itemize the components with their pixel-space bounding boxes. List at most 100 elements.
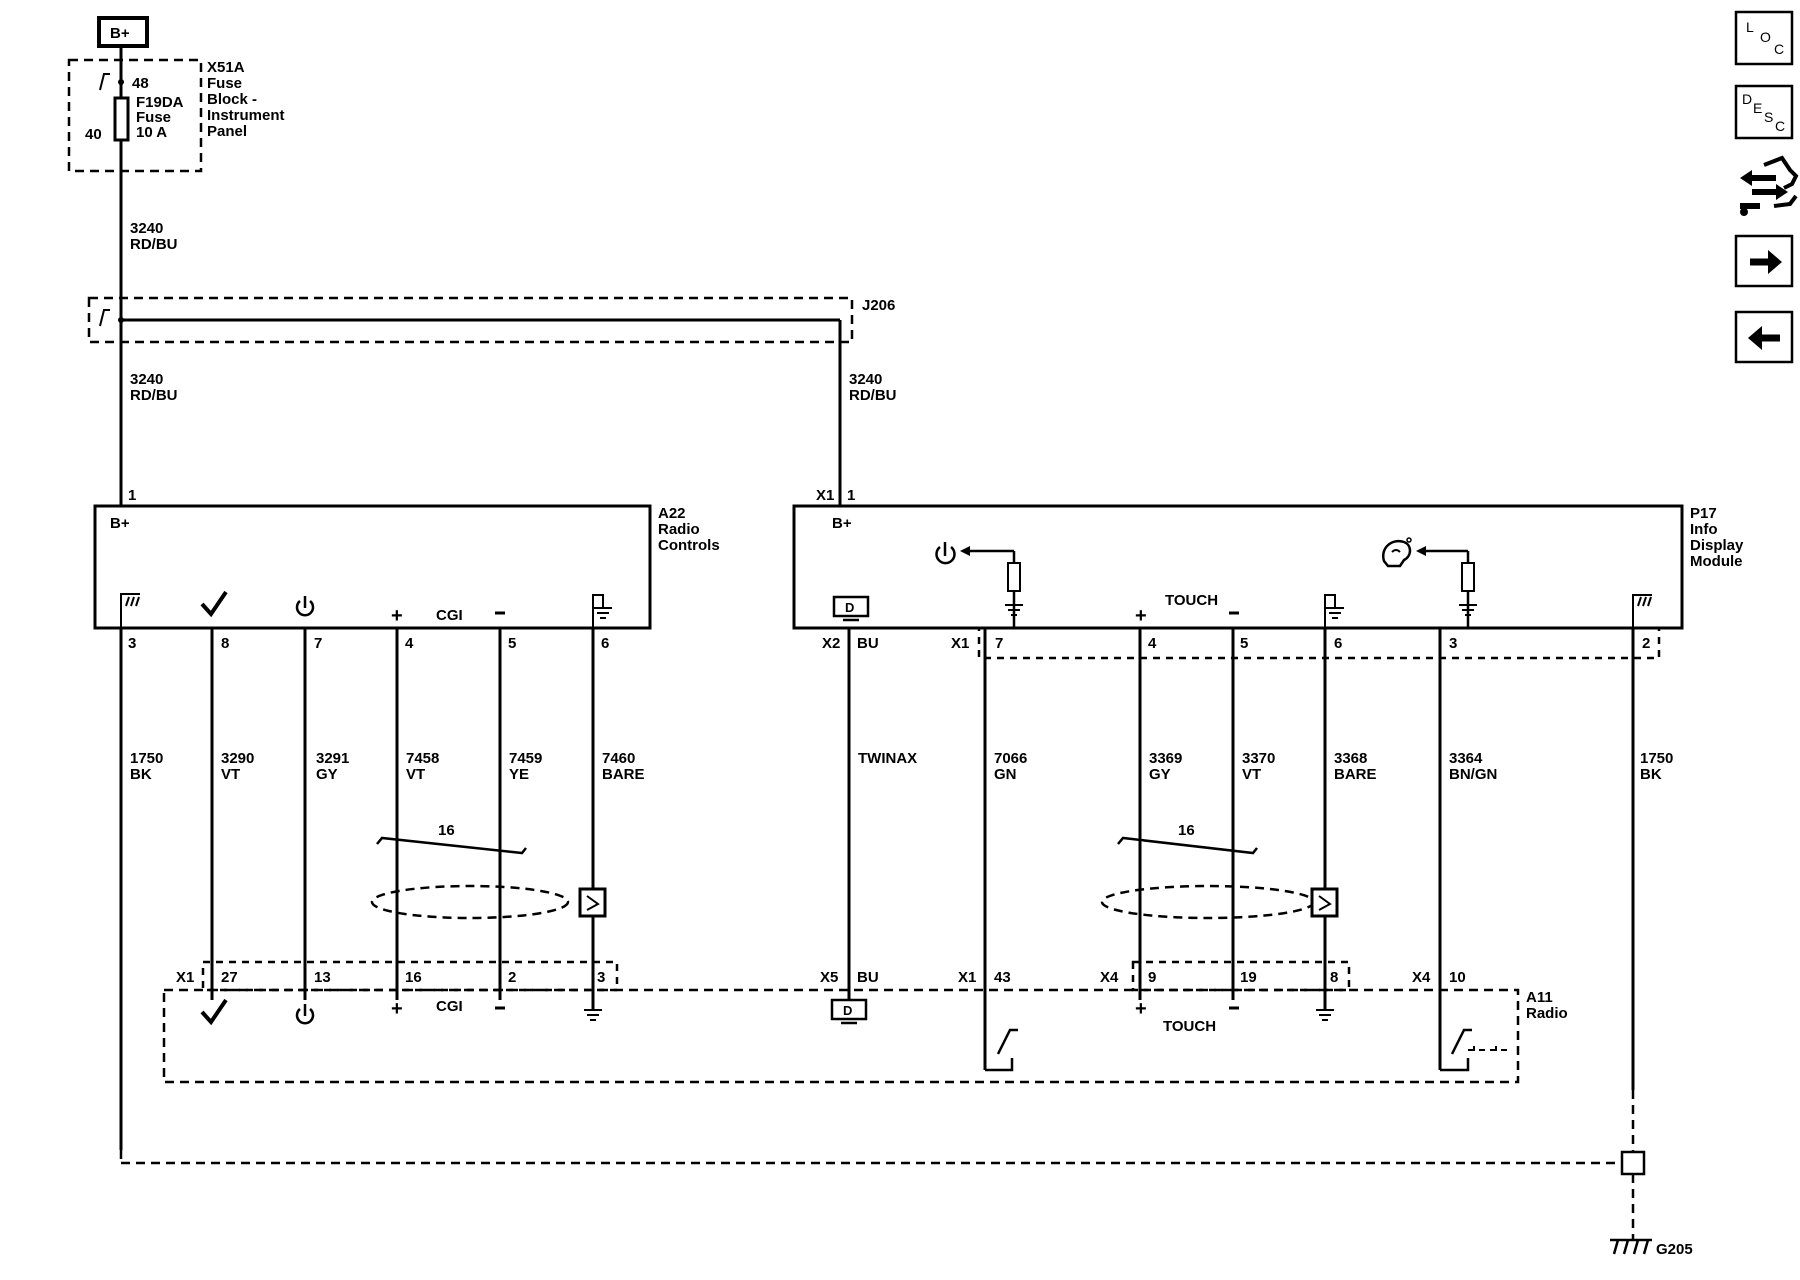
fuse-block-name-4: Panel bbox=[207, 123, 247, 140]
loc-letter: C bbox=[1774, 41, 1784, 57]
diagnostic-connector-button[interactable] bbox=[1740, 155, 1799, 216]
a22-name-2: Controls bbox=[658, 537, 720, 554]
checkmark-icon bbox=[200, 590, 228, 618]
p17-wire-labels: TWINAX 7066 GN 3369 GY 3370 VT 3368 BARE… bbox=[858, 750, 1673, 783]
video-display-icon: D bbox=[830, 998, 868, 1025]
a22-wire-labels: 1750 BK 3290 VT 3291 GY 7458 VT 7459 YE … bbox=[130, 750, 645, 783]
wire-circuit: 7066 bbox=[994, 750, 1027, 767]
fuse-word: Fuse bbox=[136, 109, 171, 126]
a22-pin: 5 bbox=[508, 635, 516, 652]
wire-color: BK bbox=[130, 766, 152, 783]
a11-touch: TOUCH bbox=[1163, 1018, 1216, 1035]
wire-color: BARE bbox=[602, 766, 645, 783]
fuse-block-name: Fuse bbox=[207, 75, 242, 92]
a22-pin-power: 1 bbox=[128, 487, 136, 504]
svg-text:D: D bbox=[845, 600, 854, 615]
a11-cgi: CGI bbox=[436, 998, 463, 1015]
ground-icon bbox=[120, 593, 140, 628]
a22-pin: 8 bbox=[221, 635, 229, 652]
a11-pin: 16 bbox=[405, 969, 422, 986]
ground-icon bbox=[592, 594, 612, 628]
desc-letter: S bbox=[1764, 109, 1773, 125]
a11-pin: 13 bbox=[314, 969, 331, 986]
p17-plus-sign: + bbox=[1135, 605, 1147, 627]
wire-circuit: 3291 bbox=[316, 750, 349, 767]
a22-pin: 7 bbox=[314, 635, 322, 652]
a11-conn-x1: X1 bbox=[176, 969, 194, 986]
wire-circuit: 3369 bbox=[1149, 750, 1182, 767]
p17-bu: BU bbox=[857, 635, 879, 652]
a11-pin: 19 bbox=[1240, 969, 1257, 986]
next-button[interactable] bbox=[1734, 234, 1794, 288]
fuse-rating: 10 A bbox=[136, 124, 167, 141]
a22-cgi: CGI bbox=[436, 607, 463, 624]
a11-pin: 3 bbox=[597, 969, 605, 986]
switch-icon bbox=[1440, 1028, 1507, 1072]
module-a22: 1 B+ A22 Radio Controls + CGI bbox=[93, 487, 720, 630]
wire-color: VT bbox=[1242, 766, 1261, 783]
previous-button[interactable] bbox=[1734, 310, 1794, 364]
p17-pin-power: 1 bbox=[847, 487, 855, 504]
a22-plus-sign: + bbox=[391, 605, 403, 627]
a22-pin: 6 bbox=[601, 635, 609, 652]
loc-letter: L bbox=[1746, 19, 1754, 35]
a11-conn-x1-mid: X1 bbox=[958, 969, 976, 986]
wire-circuit: 3364 bbox=[1449, 750, 1483, 767]
ground-return: G205 bbox=[119, 1090, 1693, 1258]
desc-letter: E bbox=[1753, 100, 1762, 116]
wire-circuit: 3370 bbox=[1242, 750, 1275, 767]
fuse-block-name-2: Block - bbox=[207, 91, 257, 108]
desc-letter: D bbox=[1742, 91, 1752, 107]
module-a11: A11 Radio X1 27 13 16 2 3 + CGI X5 BU D bbox=[162, 960, 1568, 1084]
description-button[interactable]: D E S C bbox=[1734, 84, 1794, 140]
checkmark-icon bbox=[200, 998, 228, 1026]
a11-pin: 8 bbox=[1330, 969, 1338, 986]
ground-icon bbox=[1632, 594, 1652, 628]
a22-id: A22 bbox=[658, 505, 686, 522]
module-p17: X1 1 B+ P17 Info Display Module D + TOUC… bbox=[792, 487, 1744, 630]
fuse-icon bbox=[113, 96, 130, 142]
p17-pin: 7 bbox=[995, 635, 1003, 652]
p17-pin: 6 bbox=[1334, 635, 1342, 652]
twist-count: 16 bbox=[438, 822, 455, 839]
wire-color: VT bbox=[406, 766, 425, 783]
p17-pin: 5 bbox=[1240, 635, 1248, 652]
splice-id: J206 bbox=[862, 297, 895, 314]
fuse-block-id: X51A bbox=[207, 59, 245, 76]
p17-name-3: Module bbox=[1690, 553, 1743, 570]
wire-circuit: 7460 bbox=[602, 750, 635, 767]
p17-touch: TOUCH bbox=[1165, 592, 1218, 609]
wire-p17-color: RD/BU bbox=[849, 387, 897, 404]
p17-name-2: Display bbox=[1690, 537, 1744, 554]
power-source: B+ bbox=[97, 16, 149, 48]
power-label: B+ bbox=[110, 25, 130, 42]
voice-recognition-icon bbox=[1381, 537, 1412, 568]
wire-color: BK bbox=[1640, 766, 1662, 783]
a11-pin-43: 43 bbox=[994, 969, 1011, 986]
a11-pin: 27 bbox=[221, 969, 238, 986]
wire-circuit: 3368 bbox=[1334, 750, 1367, 767]
fuse-pin-in: 48 bbox=[132, 75, 149, 92]
wire-color: BN/GN bbox=[1449, 766, 1497, 783]
p17-conn-power: X1 bbox=[816, 487, 834, 504]
a22-b-plus: B+ bbox=[110, 515, 130, 532]
wire-color: GY bbox=[1149, 766, 1171, 783]
p17-id: P17 bbox=[1690, 505, 1717, 522]
a22-pins: 3 8 7 4 5 6 bbox=[128, 635, 609, 652]
wire-circuit: 7459 bbox=[509, 750, 542, 767]
wire-color: GY bbox=[316, 766, 338, 783]
a11-id: A11 bbox=[1526, 989, 1553, 1006]
wire-twinax: TWINAX bbox=[858, 750, 917, 767]
a11-pin: 9 bbox=[1148, 969, 1156, 986]
wire-circuit: 7458 bbox=[406, 750, 439, 767]
a11-conn-x4-b: X4 bbox=[1412, 969, 1431, 986]
a22-pin: 3 bbox=[128, 635, 136, 652]
p17-b-plus: B+ bbox=[832, 515, 852, 532]
wire-a22-color: RD/BU bbox=[130, 387, 178, 404]
wire-circuit: 3290 bbox=[221, 750, 254, 767]
p17-pin: 4 bbox=[1148, 635, 1157, 652]
ground-icon bbox=[1324, 594, 1344, 628]
location-button[interactable]: L O C bbox=[1734, 10, 1794, 66]
ground-icon bbox=[1316, 1009, 1334, 1021]
